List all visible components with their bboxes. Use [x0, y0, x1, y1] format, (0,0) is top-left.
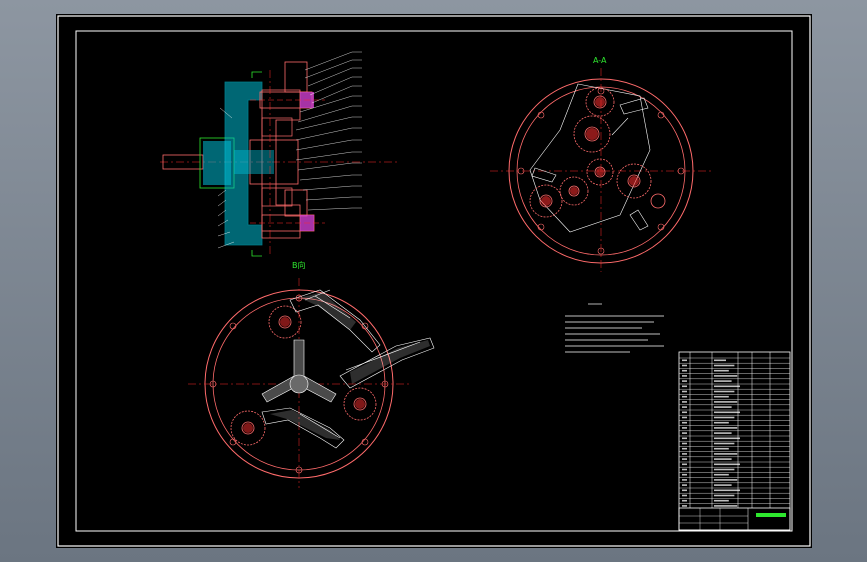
outer-border	[57, 15, 811, 547]
parts-list-entry	[714, 479, 738, 481]
sectional-view[interactable]	[160, 51, 400, 257]
parts-list-entry	[714, 401, 738, 403]
parts-list-entry	[714, 380, 732, 382]
title-block[interactable]	[678, 507, 791, 531]
lower-planet	[284, 189, 308, 217]
parts-list-number	[682, 499, 687, 502]
section-aa-view[interactable]	[490, 68, 712, 272]
parts-list-entry	[714, 484, 732, 486]
parts-list-entry	[714, 364, 735, 367]
parts-list-entry	[714, 427, 738, 429]
parts-list-number	[682, 453, 687, 455]
parts-list-number	[682, 442, 687, 445]
section-marker-top	[251, 71, 262, 78]
aa-spring-top	[619, 97, 649, 115]
parts-list-number	[682, 416, 687, 419]
parts-list[interactable]	[678, 351, 791, 531]
b-center-hub	[289, 374, 309, 394]
b-bolt-holes	[209, 294, 389, 474]
parts-list-number	[682, 380, 687, 382]
parts-list-number	[682, 359, 687, 362]
parts-list-entry	[714, 499, 729, 502]
parts-list-number	[682, 458, 687, 460]
parts-list-number	[682, 432, 687, 434]
parts-list-number	[682, 401, 687, 403]
leaders-left	[217, 107, 235, 249]
parts-list-number	[682, 411, 687, 414]
parts-list-number	[682, 479, 687, 481]
parts-list-entry	[714, 473, 729, 476]
parts-list-number	[682, 390, 687, 393]
aa-gears	[529, 87, 666, 218]
section-aa-label: A-A	[593, 56, 607, 65]
aa-carrier-plate	[529, 83, 651, 233]
parts-list-entry	[714, 385, 740, 388]
parts-list-entry	[714, 390, 735, 393]
b-claw-arms	[261, 289, 435, 449]
parts-list-number	[682, 489, 687, 492]
aa-spring-left	[531, 167, 557, 183]
parts-list-number	[682, 484, 687, 486]
parts-list-number	[682, 364, 687, 367]
parts-list-entry	[714, 463, 740, 466]
b-claw-hatch	[270, 292, 430, 440]
b-tri-spider	[261, 339, 337, 403]
parts-list-entry	[714, 505, 738, 507]
aa-spring-bottom	[629, 209, 649, 231]
upper-gear	[261, 117, 293, 137]
parts-list-number	[682, 468, 687, 471]
aa-bolt-holes	[517, 87, 685, 255]
section-b-label: B向	[292, 261, 306, 270]
parts-list-entry	[714, 411, 740, 414]
parts-list-entry	[714, 416, 735, 419]
lower-gear	[261, 187, 293, 207]
parts-list-entry	[714, 369, 729, 372]
parts-list-entry	[714, 375, 738, 377]
parts-list-number	[682, 463, 687, 466]
hub	[249, 139, 299, 185]
parts-list-entry	[714, 458, 732, 460]
parts-list-entry	[714, 447, 729, 450]
parts-list-entry	[714, 421, 729, 424]
parts-list-entry	[714, 432, 732, 434]
leaders-right	[295, 51, 353, 211]
parts-list-entry	[714, 395, 729, 398]
housing-left	[224, 81, 263, 246]
parts-list-entry	[714, 494, 735, 497]
aa-gear-hubs	[541, 97, 639, 206]
parts-list-number	[682, 406, 687, 408]
parts-list-number	[682, 494, 687, 497]
title-block-logo	[756, 513, 786, 517]
parts-list-number	[682, 385, 687, 388]
parts-list-number	[682, 427, 687, 429]
view-b[interactable]	[188, 278, 435, 488]
parts-list-number	[682, 437, 687, 440]
b-claw-hubs	[243, 317, 365, 433]
parts-list-number	[682, 447, 687, 450]
inner-border	[75, 30, 793, 532]
parts-list-entry	[714, 406, 732, 408]
b-claw-gears	[230, 305, 377, 446]
technical-notes	[565, 303, 664, 353]
upper-planet	[284, 61, 308, 93]
parts-list-entry	[714, 359, 726, 362]
hub-fill	[234, 150, 274, 174]
parts-list-entry	[714, 453, 738, 455]
parts-list-entry	[714, 437, 740, 440]
parts-list-number	[682, 421, 687, 424]
parts-list-number	[682, 505, 687, 507]
aa-arm	[611, 117, 629, 136]
parts-list-entry	[714, 468, 735, 471]
leader-ticks	[352, 51, 362, 209]
parts-list-entry	[714, 442, 735, 445]
parts-list-number	[682, 395, 687, 398]
parts-list-number	[682, 369, 687, 372]
parts-list-number	[682, 473, 687, 476]
parts-list-entry	[714, 489, 740, 492]
parts-list-number	[682, 375, 687, 377]
section-marker-bottom	[251, 250, 262, 257]
